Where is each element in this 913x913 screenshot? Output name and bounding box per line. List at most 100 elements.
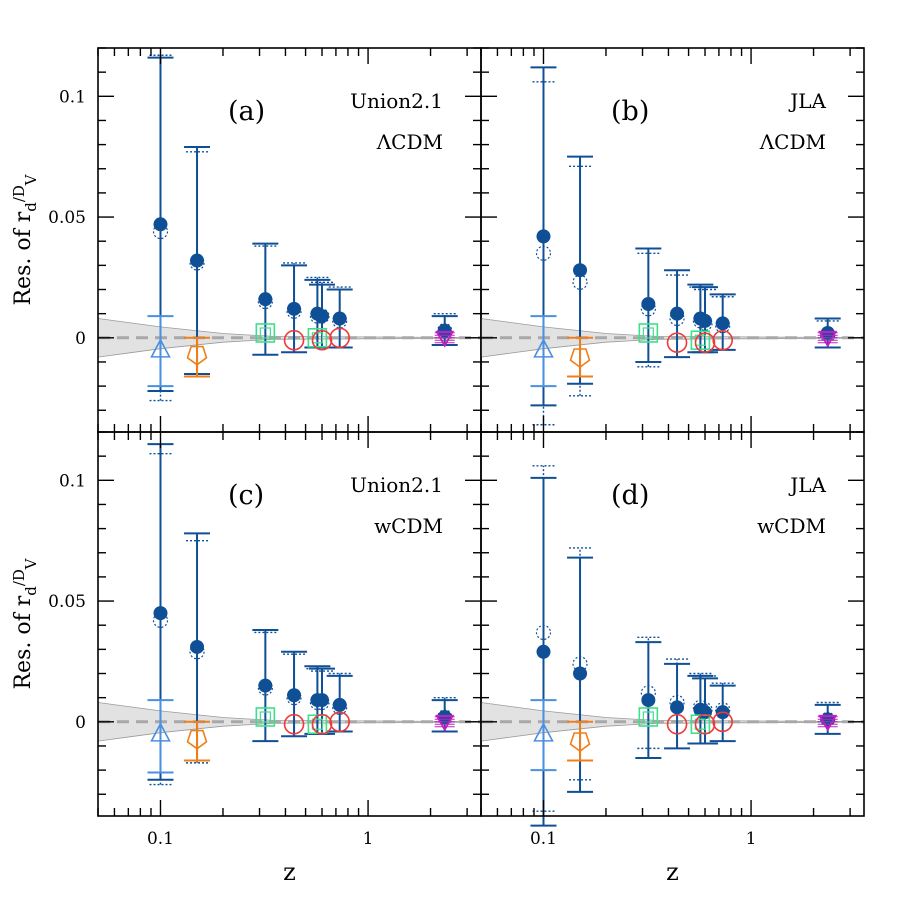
marker-filled-circle	[153, 217, 168, 232]
panel-label: (c)	[228, 480, 264, 511]
point-triangle-down	[434, 330, 455, 348]
point-circle	[712, 329, 733, 351]
marker-open-pentagon	[186, 729, 208, 750]
marker-filled-circle	[315, 693, 330, 708]
marker-open-circle	[329, 327, 350, 349]
marker-open-square	[255, 707, 276, 727]
point-circle	[329, 711, 350, 733]
marker-filled-circle	[332, 697, 347, 712]
point-triangle	[530, 315, 557, 388]
point-circle	[283, 713, 305, 735]
marker-open-circle	[666, 713, 688, 735]
point-circle	[311, 329, 333, 351]
x-tick-label: 0.1	[530, 829, 557, 849]
y-axis-title-part: d	[22, 202, 40, 212]
point-pentagon	[184, 720, 211, 762]
marker-filled-circle	[287, 301, 302, 316]
marker-triangle-down	[435, 714, 455, 732]
point-circle	[329, 327, 350, 349]
panel-frame	[480, 431, 865, 817]
y-axis-ticks	[98, 431, 481, 795]
marker-open-circle	[694, 332, 716, 353]
x-axis-ticks	[97, 48, 468, 432]
point-triangle-down	[817, 330, 838, 348]
point-filled-circle	[281, 650, 308, 738]
y-tick-label: 0.1	[59, 87, 86, 107]
y-axis-title-part: /D	[10, 569, 28, 586]
point-filled-circle	[252, 629, 279, 743]
marker-open-pentagon	[186, 345, 208, 366]
x-axis-ticks	[480, 432, 851, 816]
marker-filled-circle	[573, 666, 588, 681]
marker-open-square	[638, 323, 659, 343]
marker-open-pentagon	[569, 732, 591, 753]
marker-open-triangle	[150, 338, 171, 358]
point-circle	[666, 713, 688, 735]
point-circle	[694, 713, 716, 735]
marker-filled-circle	[153, 606, 168, 621]
model-label: wCDM	[757, 514, 826, 538]
y-tick-label: 0.05	[48, 208, 86, 228]
marker-open-triangle	[150, 722, 171, 742]
point-pentagon	[567, 336, 594, 378]
point-square	[255, 323, 276, 343]
x-tick-label: 0.1	[147, 829, 174, 849]
marker-filled-circle	[641, 693, 656, 708]
marker-open-circle	[694, 713, 716, 735]
x-axis-ticks	[97, 432, 468, 816]
point-pentagon	[184, 336, 211, 378]
point-square	[638, 323, 659, 343]
marker-open-circle	[712, 711, 733, 733]
marker-filled-circle	[332, 311, 347, 326]
point-triangle-down	[434, 714, 455, 732]
point-filled-circle	[664, 658, 691, 750]
marker-filled-circle	[715, 316, 730, 331]
x-axis-title: z	[666, 858, 679, 886]
marker-triangle-down	[818, 330, 838, 348]
x-axis-ticks	[480, 48, 851, 432]
y-axis-ticks	[481, 47, 864, 411]
y-axis-title-part: /D	[10, 185, 28, 202]
marker-inner-square	[259, 327, 271, 339]
marker-open-triangle	[533, 722, 554, 742]
marker-filled-circle	[315, 309, 330, 324]
point-filled-circle	[184, 146, 211, 378]
model-label: ΛCDM	[759, 130, 826, 154]
y-axis-title-part: Res. of r	[11, 595, 36, 689]
y-axis-title: Res. of rd/DV	[10, 173, 40, 305]
marker-open-circle	[329, 711, 350, 733]
marker-filled-circle	[573, 263, 588, 278]
marker-open-square	[638, 707, 659, 727]
marker-filled-circle	[190, 639, 205, 654]
marker-open-circle	[712, 329, 733, 351]
point-square	[638, 707, 659, 727]
y-axis-title-part: V	[22, 557, 40, 570]
y-axis-title-part: d	[22, 586, 40, 596]
point-filled-circle	[252, 242, 279, 356]
marker-filled-circle	[437, 323, 452, 338]
model-label: wCDM	[374, 514, 443, 538]
marker-open-circle	[311, 713, 333, 735]
point-circle	[694, 332, 716, 353]
panel-label: (b)	[611, 96, 649, 127]
marker-filled-circle	[258, 292, 273, 307]
dataset-label: Union2.1	[350, 473, 443, 497]
marker-open-pentagon	[569, 348, 591, 369]
model-label: ΛCDM	[376, 130, 443, 154]
dataset-label: Union2.1	[350, 89, 443, 113]
point-circle	[666, 332, 688, 353]
y-axis-title: Res. of rd/DV	[10, 557, 40, 689]
point-filled-circle	[635, 636, 662, 760]
point-filled-circle	[530, 465, 557, 827]
marker-filled-circle	[670, 700, 685, 715]
marker-open-circle	[283, 329, 305, 351]
point-triangle	[147, 315, 174, 388]
point-square	[255, 707, 276, 727]
marker-open-triangle	[533, 338, 554, 358]
marker-filled-circle	[536, 644, 551, 659]
marker-open-square	[690, 330, 711, 351]
